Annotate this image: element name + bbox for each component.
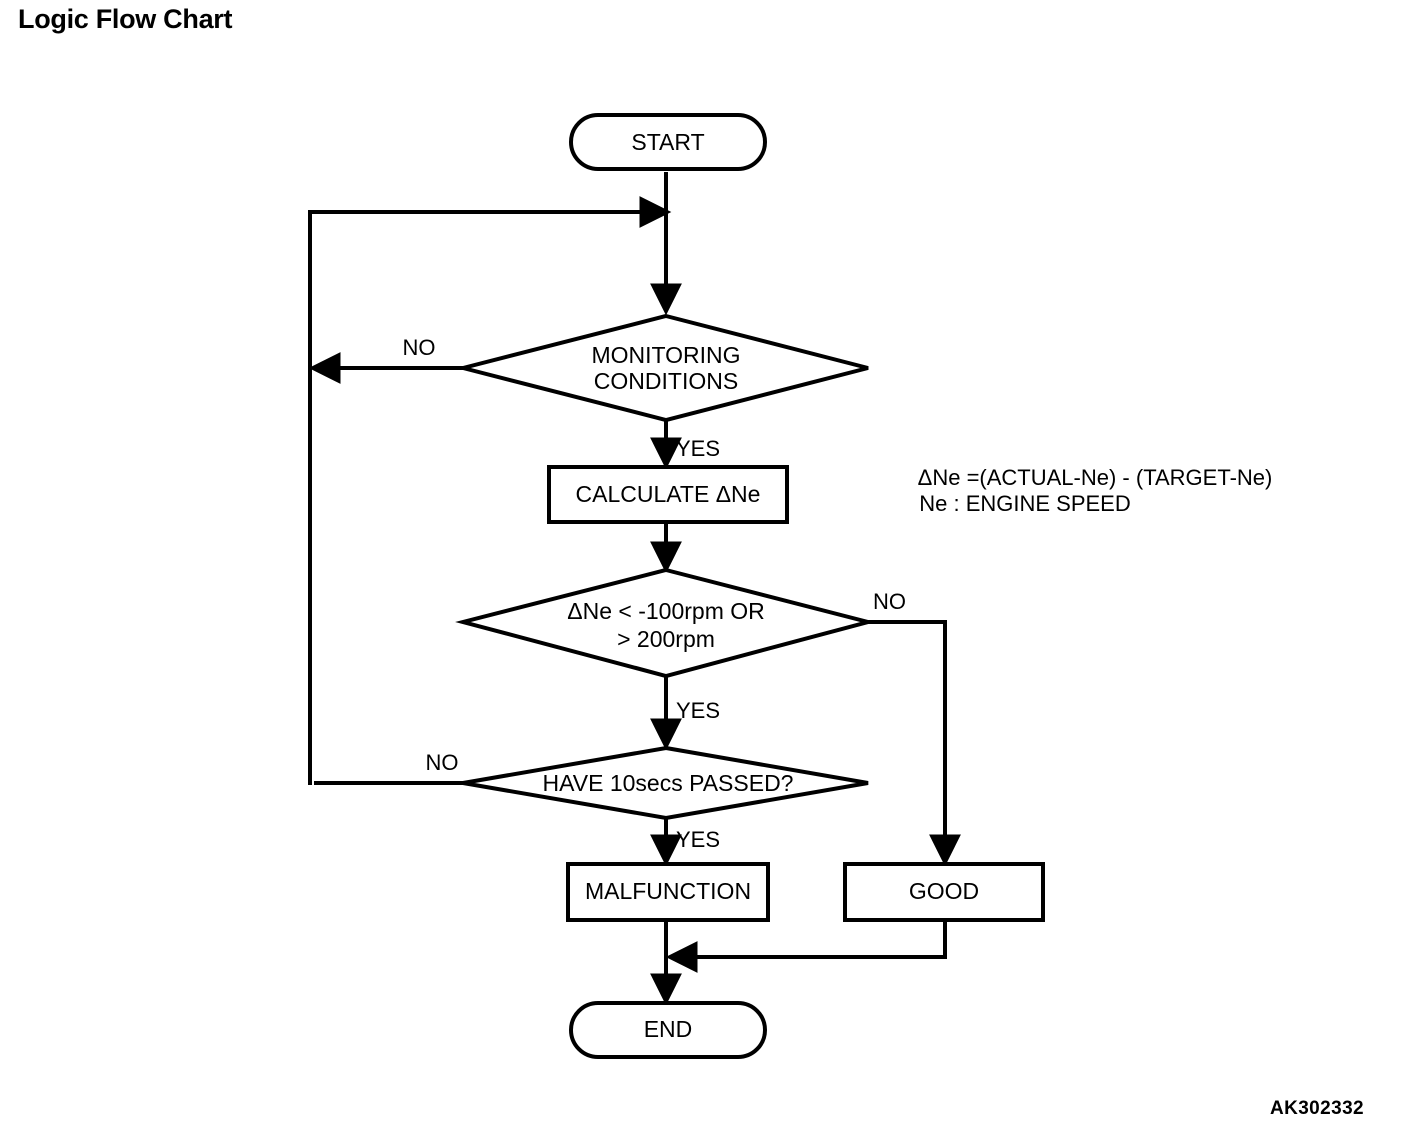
formula-note: ΔNe =(ACTUAL-Ne) - (TARGET-Ne) Ne : ENGI… [918,465,1273,516]
edge-label-timer-yes: YES [676,827,720,852]
threshold-label-line1: ΔNe < -100rpm OR [567,598,765,624]
edge-label-threshold-yes: YES [676,698,720,723]
threshold-label-line2: > 200rpm [617,626,715,652]
node-calculate[interactable]: CALCULATE ΔNe [547,465,789,524]
formula-note-line2: Ne : ENGINE SPEED [919,491,1131,516]
node-end[interactable]: END [569,1001,767,1059]
start-label: START [631,129,704,155]
connector-good-to-end-merge [665,920,947,973]
node-monitoring-conditions[interactable]: MONITORING CONDITIONS [462,313,869,423]
node-good[interactable]: GOOD [843,862,1045,922]
page-title: Logic Flow Chart [18,4,233,34]
end-label: END [644,1016,693,1042]
malfunction-label: MALFUNCTION [585,878,751,904]
edge-label-monitoring-no: NO [403,335,436,360]
end-shape [569,1001,767,1059]
edge-label-threshold-no: NO [873,589,906,614]
figure-id: AK302332 [1269,1098,1364,1119]
formula-note-line1: ΔNe =(ACTUAL-Ne) - (TARGET-Ne) [918,465,1273,490]
good-label: GOOD [909,878,979,904]
monitoring-conditions-label-line2: CONDITIONS [594,368,738,394]
start-shape [569,113,767,171]
calculate-shape [547,465,789,524]
node-start[interactable]: START [569,113,767,171]
monitoring-conditions-label-line1: MONITORING [591,342,740,368]
malfunction-shape [566,862,770,922]
node-timer[interactable]: HAVE 10secs PASSED? [462,745,869,821]
timer-shape [462,745,869,821]
timer-label: HAVE 10secs PASSED? [543,770,794,796]
calculate-label: CALCULATE ΔNe [576,481,761,507]
edge-label-monitoring-yes: YES [676,436,720,461]
node-threshold[interactable]: ΔNe < -100rpm OR > 200rpm [455,567,876,679]
connector-threshold-no-to-good [868,620,961,867]
edge-label-timer-no: NO [426,750,459,775]
threshold-shape [455,567,876,679]
monitoring-conditions-shape [462,313,869,423]
node-malfunction[interactable]: MALFUNCTION [566,862,770,922]
good-shape [843,862,1045,922]
